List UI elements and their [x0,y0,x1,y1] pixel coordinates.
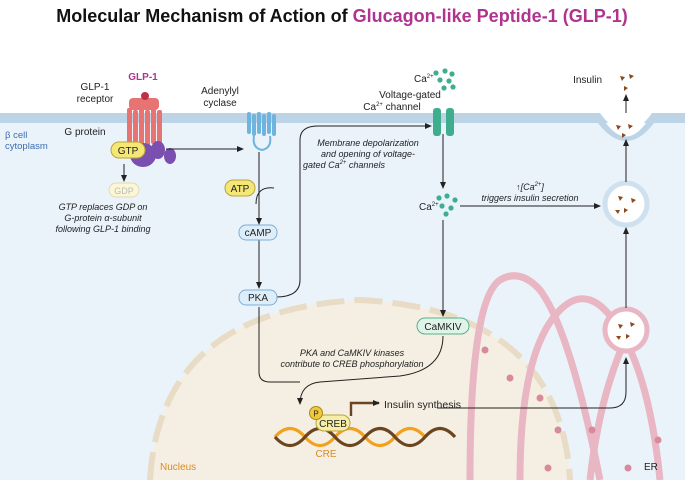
cell-membrane [0,113,685,123]
vesicle-cytoplasm [602,180,650,228]
camkiv-label: CaMKIV [424,322,462,333]
camp-node: cAMP [238,224,278,241]
nucleus-region [150,300,570,480]
er-ribosomes [481,346,662,472]
pka-node: PKA [238,289,278,306]
glp1-label: GLP-1 [128,72,158,83]
phosphate-badge [309,406,323,420]
g-protein-label: G protein [64,127,105,138]
pka-label: PKA [248,293,268,304]
ca-channel-protein [433,108,454,136]
dna-helix [273,426,457,448]
glp1-receptor-protein [127,98,162,146]
calcium-dots-mid [436,193,458,217]
diagram-title: Molecular Mechanism of Action of Glucago… [56,6,627,26]
pathway-arrows [121,94,629,409]
calcium-dots-top [433,68,456,91]
atp-label: ATP [231,184,250,195]
membrane-dip [595,116,657,141]
arrow-pka-to-channel [275,123,432,298]
transcription-arrow [349,400,380,416]
ca-top-label: Ca2+ [414,74,434,85]
gdp-node: GDP [108,182,140,198]
insulin-label: Insulin [573,75,602,86]
vesicle-er [602,306,650,354]
gtp-node: GTP [110,141,146,159]
insulin-released [620,74,634,91]
gtp-label: GTP [118,146,139,157]
creb-label: CREB [319,419,347,430]
er-label: ER [644,462,658,473]
phosphate-label: P [313,410,318,419]
arrow-atp-merge [255,187,275,205]
arrow-kinases-to-creb [258,307,444,404]
title-highlight: Glucagon-like Peptide-1 (GLP-1) [353,6,628,26]
atp-node: ATP [224,179,256,197]
adenylyl-catalytic-loop [252,135,272,152]
adenylyl-cyclase-protein [247,112,276,136]
nuclear-envelope [147,296,573,480]
vesicle-fusing [606,123,646,138]
ca-trigger-note: ↑[Ca2+]triggers insulin secretion [481,182,578,203]
arrow-synthesis-to-er [437,357,629,409]
ca-mid-label: Ca2+ [419,202,439,213]
glp1-ligand [141,92,149,100]
cre-label: CRE [315,449,336,460]
gdp-label: GDP [114,186,134,196]
creb-node: CREB P [309,406,351,432]
nucleus-label: Nucleus [160,462,196,473]
insulin-synthesis-label: Insulin synthesis [384,399,461,411]
camp-label: cAMP [245,228,272,239]
camkiv-node: CaMKIV [416,317,470,335]
